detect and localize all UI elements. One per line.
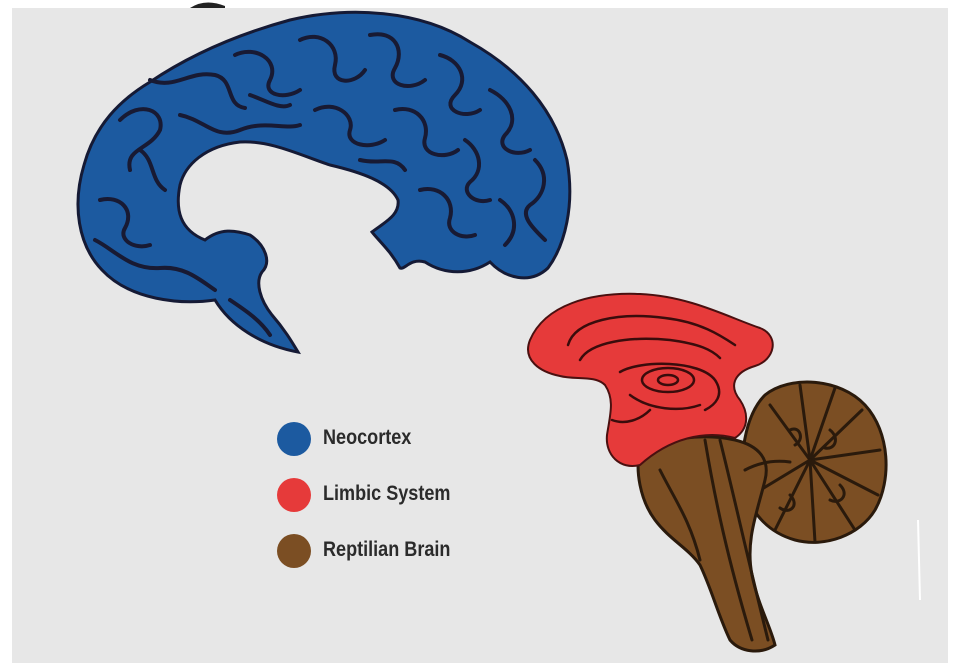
- legend-item-limbic: Limbic System: [277, 476, 537, 532]
- legend-item-reptilian: Reptilian Brain: [277, 532, 537, 588]
- legend-label-reptilian: Reptilian Brain: [323, 538, 450, 562]
- legend: Neocortex Limbic System Reptilian Brain: [277, 420, 537, 588]
- legend-item-neocortex: Neocortex: [277, 420, 537, 476]
- legend-label-limbic: Limbic System: [323, 482, 450, 506]
- top-strip: [0, 0, 960, 8]
- neocortex-swatch: [277, 422, 311, 456]
- reptilian-swatch: [277, 534, 311, 568]
- limbic-swatch: [277, 478, 311, 512]
- legend-label-neocortex: Neocortex: [323, 426, 411, 450]
